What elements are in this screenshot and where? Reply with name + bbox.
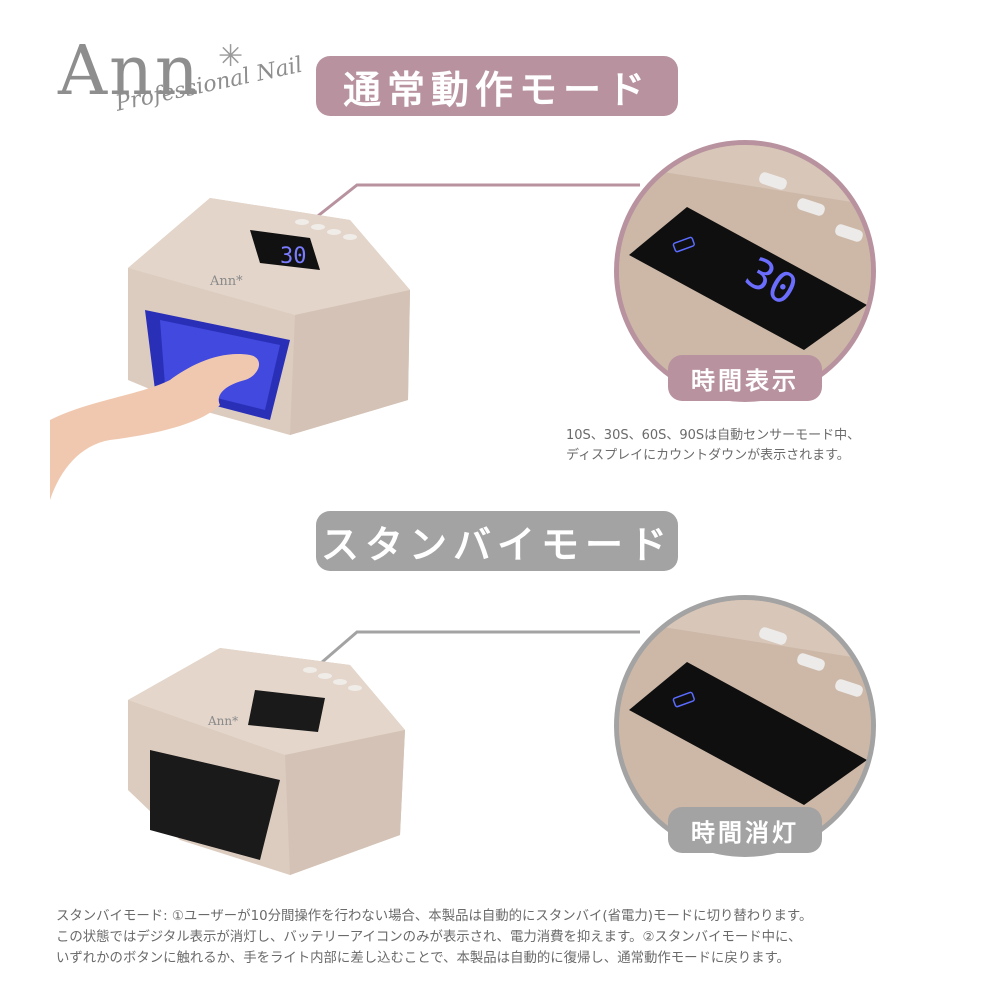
normal-mode-caption: 10S、30S、60S、90Sは自動センサーモード中、 ディスプレイにカウントダ…	[566, 426, 986, 466]
time-off-label: 時間消灯	[668, 807, 822, 853]
time-display-label: 時間表示	[668, 355, 822, 401]
standby-mode-title: スタンバイモード	[316, 511, 678, 571]
description-line: スタンバイモード: ①ユーザーが10分間操作を行わない場合、本製品は自動的にスタ…	[56, 909, 813, 924]
caption-line: ディスプレイにカウントダウンが表示されます。	[566, 448, 850, 463]
description-line: いずれかのボタンに触れるか、手をライト内部に差し込むことで、本製品は自動的に復帰…	[56, 951, 790, 966]
description-line: この状態ではデジタル表示が消灯し、バッテリーアイコンのみが表示され、電力消費を抑…	[56, 930, 802, 945]
lamp-standby-illustration: Ann*	[128, 648, 405, 875]
standby-mode-description: スタンバイモード: ①ユーザーが10分間操作を行わない場合、本製品は自動的にスタ…	[56, 906, 976, 969]
logo-star-icon: ✳	[218, 39, 244, 74]
brand-logo: Ann	[58, 32, 201, 111]
lamp-display-value: 30	[280, 244, 307, 269]
caption-line: 10S、30S、60S、90Sは自動センサーモード中、	[566, 428, 861, 443]
svg-text:Ann*: Ann*	[209, 274, 243, 289]
normal-mode-title: 通常動作モード	[316, 56, 678, 116]
lamp-normal-illustration: 30 Ann*	[50, 198, 410, 500]
svg-text:Ann*: Ann*	[207, 714, 238, 728]
